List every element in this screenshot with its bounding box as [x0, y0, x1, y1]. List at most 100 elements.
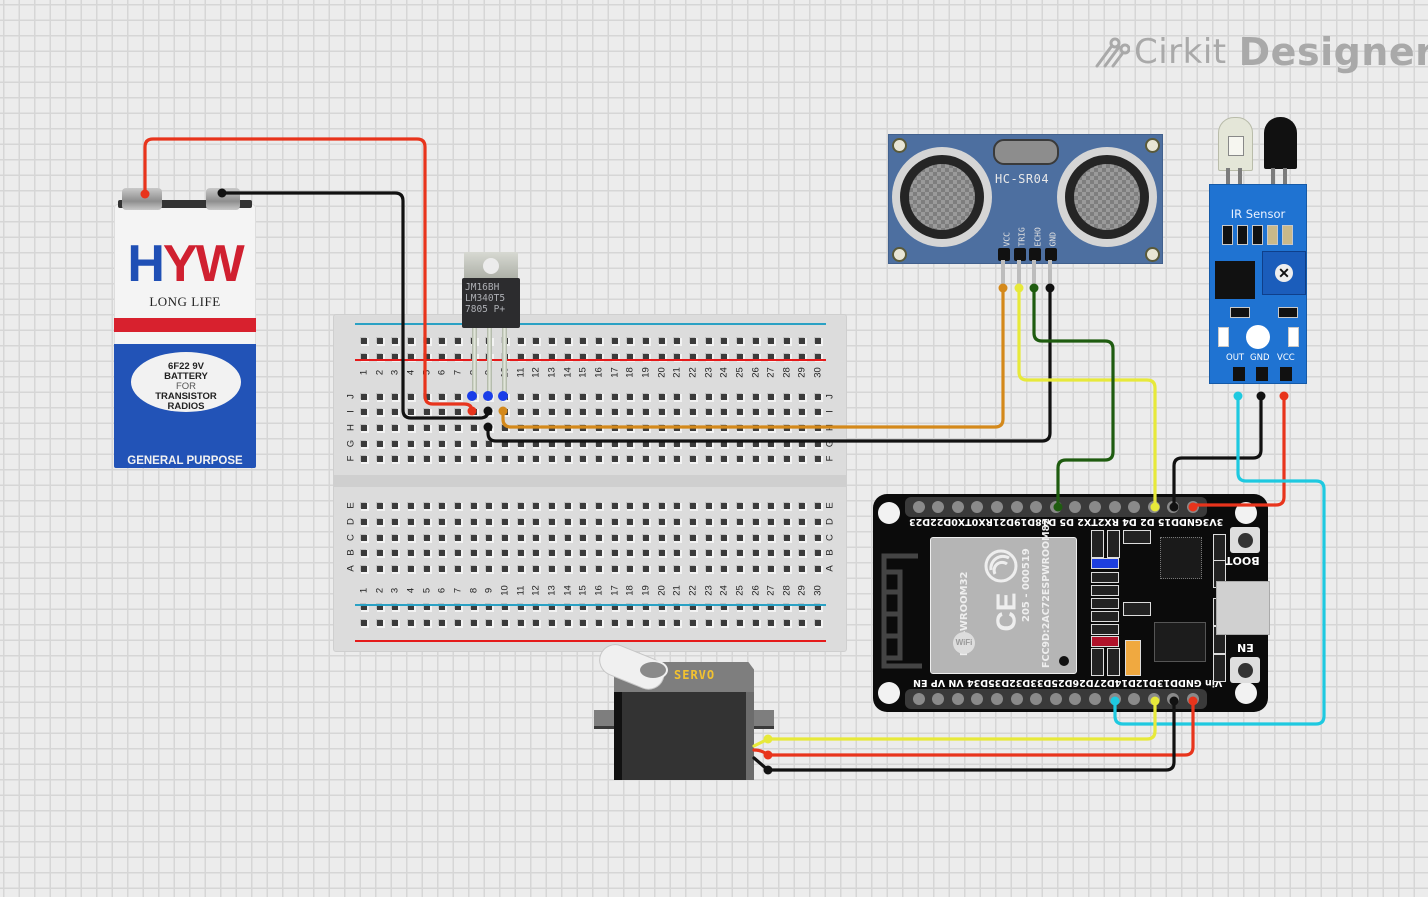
- esp32-pin-vin[interactable]: [1187, 693, 1199, 705]
- breadboard-hole[interactable]: [736, 535, 743, 541]
- breadboard-hole[interactable]: [721, 409, 728, 415]
- breadboard-hole[interactable]: [705, 566, 712, 572]
- breadboard-hole[interactable]: [815, 425, 822, 431]
- breadboard-hole[interactable]: [658, 441, 665, 447]
- breadboard-hole[interactable]: [361, 394, 367, 400]
- breadboard-hole[interactable]: [533, 409, 540, 415]
- breadboard-hole[interactable]: [580, 441, 587, 447]
- breadboard-hole[interactable]: [783, 425, 790, 431]
- breadboard-hole[interactable]: [595, 535, 602, 541]
- breadboard-hole[interactable]: [705, 456, 712, 462]
- potentiometer-knob-icon[interactable]: ✕: [1275, 264, 1293, 282]
- rail-hole[interactable]: [439, 604, 446, 610]
- breadboard-hole[interactable]: [517, 456, 524, 462]
- breadboard-hole[interactable]: [595, 441, 602, 447]
- rail-hole[interactable]: [642, 338, 649, 344]
- rail-hole[interactable]: [611, 338, 618, 344]
- breadboard-hole[interactable]: [674, 409, 681, 415]
- rail-hole[interactable]: [783, 604, 790, 610]
- breadboard-hole[interactable]: [580, 519, 587, 525]
- rail-hole[interactable]: [361, 604, 367, 610]
- breadboard-hole[interactable]: [548, 519, 555, 525]
- breadboard-hole[interactable]: [627, 441, 634, 447]
- rail-hole[interactable]: [501, 620, 508, 626]
- breadboard-hole[interactable]: [642, 409, 649, 415]
- breadboard-hole[interactable]: [392, 394, 399, 400]
- rail-hole[interactable]: [627, 620, 634, 626]
- breadboard-hole[interactable]: [486, 550, 493, 556]
- wire-endpoint[interactable]: [1279, 391, 1289, 401]
- breadboard-hole[interactable]: [439, 535, 446, 541]
- breadboard-hole[interactable]: [454, 503, 461, 509]
- breadboard-hole[interactable]: [627, 550, 634, 556]
- breadboard-hole[interactable]: [611, 456, 618, 462]
- breadboard-hole[interactable]: [454, 519, 461, 525]
- rail-hole[interactable]: [470, 620, 477, 626]
- breadboard-hole[interactable]: [470, 441, 477, 447]
- esp32-pin-d4[interactable]: [1108, 501, 1121, 513]
- breadboard-hole[interactable]: [517, 550, 524, 556]
- breadboard-hole[interactable]: [721, 441, 728, 447]
- servo-motor[interactable]: SERVO: [594, 639, 774, 785]
- breadboard-hole[interactable]: [658, 535, 665, 541]
- breadboard-hole[interactable]: [658, 425, 665, 431]
- rail-hole[interactable]: [642, 620, 649, 626]
- breadboard-hole[interactable]: [705, 550, 712, 556]
- rail-hole[interactable]: [705, 338, 712, 344]
- breadboard-hole[interactable]: [517, 409, 524, 415]
- ir-pin-out[interactable]: [1233, 367, 1245, 381]
- breadboard-hole[interactable]: [595, 425, 602, 431]
- breadboard-hole[interactable]: [533, 441, 540, 447]
- breadboard-hole[interactable]: [736, 409, 743, 415]
- breadboard-hole[interactable]: [533, 503, 540, 509]
- breadboard-hole[interactable]: [564, 550, 571, 556]
- breadboard-hole[interactable]: [439, 441, 446, 447]
- rail-hole[interactable]: [815, 338, 822, 344]
- breadboard-hole[interactable]: [470, 566, 477, 572]
- breadboard-hole[interactable]: [595, 566, 602, 572]
- breadboard-hole[interactable]: [768, 425, 775, 431]
- breadboard-hole[interactable]: [439, 550, 446, 556]
- breadboard-hole[interactable]: [799, 550, 806, 556]
- rail-hole[interactable]: [752, 604, 759, 610]
- breadboard-hole[interactable]: [658, 566, 665, 572]
- breadboard-hole[interactable]: [548, 441, 555, 447]
- breadboard-hole[interactable]: [423, 425, 430, 431]
- rail-hole[interactable]: [533, 604, 540, 610]
- rail-hole[interactable]: [689, 604, 696, 610]
- rail-hole[interactable]: [815, 604, 822, 610]
- breadboard-hole[interactable]: [407, 535, 414, 541]
- breadboard-hole[interactable]: [799, 441, 806, 447]
- breadboard-hole[interactable]: [705, 394, 712, 400]
- breadboard-hole[interactable]: [439, 409, 446, 415]
- breadboard-hole[interactable]: [611, 519, 618, 525]
- breadboard-hole[interactable]: [815, 519, 822, 525]
- breadboard-hole[interactable]: [611, 441, 618, 447]
- breadboard-hole[interactable]: [454, 394, 461, 400]
- breadboard-hole[interactable]: [799, 425, 806, 431]
- esp32-pin-d25[interactable]: [1049, 693, 1062, 705]
- breadboard-hole[interactable]: [752, 394, 759, 400]
- breadboard-hole[interactable]: [454, 409, 461, 415]
- rail-hole[interactable]: [392, 338, 399, 344]
- ir-pin-gnd[interactable]: [1256, 367, 1268, 381]
- breadboard-hole[interactable]: [799, 409, 806, 415]
- breadboard-hole[interactable]: [736, 456, 743, 462]
- rail-hole[interactable]: [564, 620, 571, 626]
- rail-hole[interactable]: [815, 620, 822, 626]
- breadboard-hole[interactable]: [392, 409, 399, 415]
- breadboard-hole[interactable]: [815, 394, 822, 400]
- breadboard-hole[interactable]: [783, 503, 790, 509]
- rail-hole[interactable]: [454, 620, 461, 626]
- rail-hole[interactable]: [783, 620, 790, 626]
- breadboard-hole[interactable]: [454, 535, 461, 541]
- breadboard-hole[interactable]: [674, 566, 681, 572]
- breadboard-hole[interactable]: [642, 519, 649, 525]
- breadboard-hole[interactable]: [768, 503, 775, 509]
- breadboard-hole[interactable]: [674, 425, 681, 431]
- breadboard-hole[interactable]: [392, 550, 399, 556]
- breadboard-hole[interactable]: [580, 566, 587, 572]
- breadboard-hole[interactable]: [580, 425, 587, 431]
- breadboard-hole[interactable]: [752, 409, 759, 415]
- breadboard-hole[interactable]: [768, 441, 775, 447]
